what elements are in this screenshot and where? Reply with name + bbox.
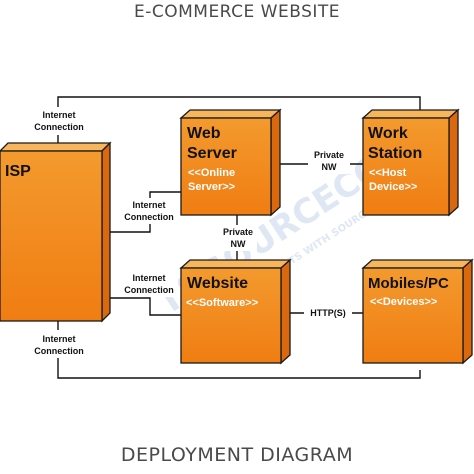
diagram-subtitle: DEPLOYMENT DIAGRAM [120, 444, 354, 466]
label-isp-top: Internet Connection [30, 107, 88, 135]
node-isp: ISP [0, 141, 112, 323]
label-isp-top-line-1: Internet [42, 110, 75, 120]
label-isp-website-line-1: Internet [132, 273, 165, 283]
label-webserver-workstation: Private NW [308, 148, 350, 174]
diagram-title: E-COMMERCE WEBSITE [133, 2, 341, 22]
node-mobiles-pc-name: Mobiles/PC [368, 275, 449, 292]
node-website-name: Website [187, 275, 248, 292]
node-mobiles-pc-stereotype: <<Devices>> [370, 296, 437, 308]
label-isp-webserver-line-1: Internet [132, 200, 165, 210]
node-web-server-stereotype-1: <<Online [188, 167, 235, 179]
node-web-server-name-1: Web [187, 125, 221, 142]
label-isp-webserver: Internet Connection [120, 198, 178, 224]
label-isp-webserver-line-2: Connection [124, 212, 174, 222]
link-isp-website [108, 297, 186, 316]
label-webserver-workstation-line-1: Private [314, 150, 344, 160]
node-work-station-name-2: Station [368, 145, 422, 162]
node-isp-name: ISP [5, 163, 31, 180]
node-website: Website <<Software>> [179, 258, 292, 365]
label-webserver-website-line-2: NW [231, 239, 246, 249]
label-webserver-website-line-1: Private [223, 227, 253, 237]
node-mobiles-pc: Mobiles/PC <<Devices>> [361, 258, 474, 365]
node-web-server: Web Server <<Online Server>> [179, 108, 282, 217]
label-webserver-website: Private NW [219, 225, 257, 251]
label-website-mobiles: HTTP(S) [304, 306, 352, 320]
node-work-station-stereotype-2: Device>> [369, 181, 417, 193]
label-isp-website-line-2: Connection [124, 285, 174, 295]
node-website-stereotype: <<Software>> [186, 297, 258, 309]
label-website-mobiles-line-1: HTTP(S) [310, 308, 346, 318]
label-isp-website: Internet Connection [120, 271, 178, 297]
node-work-station: Work Station <<Host Device>> [361, 108, 460, 217]
node-work-station-stereotype-1: <<Host [369, 167, 407, 179]
label-isp-top-line-2: Connection [34, 122, 84, 132]
node-web-server-stereotype-2: Server>> [188, 181, 235, 193]
label-isp-bottom-line-1: Internet [42, 334, 75, 344]
label-webserver-workstation-line-2: NW [322, 162, 337, 172]
node-work-station-name-1: Work [368, 125, 408, 142]
label-isp-bottom-line-2: Connection [34, 346, 84, 356]
node-web-server-name-2: Server [187, 145, 237, 162]
label-isp-bottom: Internet Connection [30, 330, 88, 358]
